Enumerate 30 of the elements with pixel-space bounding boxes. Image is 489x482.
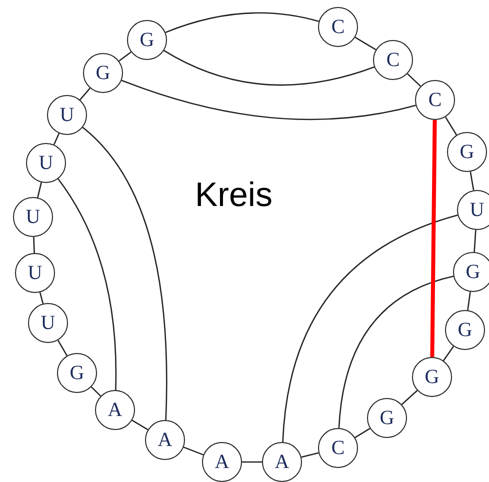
connector-line (474, 230, 476, 252)
connector-line (183, 446, 204, 456)
connector-line (282, 214, 458, 442)
connector-line (37, 182, 42, 198)
connector-line (338, 276, 454, 428)
connector-line (354, 36, 376, 50)
connector-line (401, 390, 418, 405)
connector-line (301, 452, 319, 458)
connector-line (467, 292, 471, 310)
connector-line (118, 51, 132, 62)
connector-line (80, 88, 90, 100)
connector-line (132, 420, 148, 430)
connector-line (39, 292, 44, 304)
connector-line (444, 116, 458, 136)
connector-line (442, 346, 454, 361)
connector-line (242, 461, 262, 463)
connector-line (82, 126, 168, 420)
diagram-label: Kreis (195, 178, 272, 212)
connector-line (58, 178, 117, 390)
connector-line (407, 73, 421, 87)
cut-line (430, 120, 437, 358)
connector-line (354, 428, 370, 438)
connector-line (121, 80, 416, 120)
connector-line (53, 133, 60, 145)
connector-line (164, 50, 374, 86)
connector-line (57, 340, 68, 356)
connector-line (33, 236, 35, 254)
connector-line (90, 386, 102, 397)
connector-line (470, 172, 474, 190)
connector-line (165, 12, 319, 34)
